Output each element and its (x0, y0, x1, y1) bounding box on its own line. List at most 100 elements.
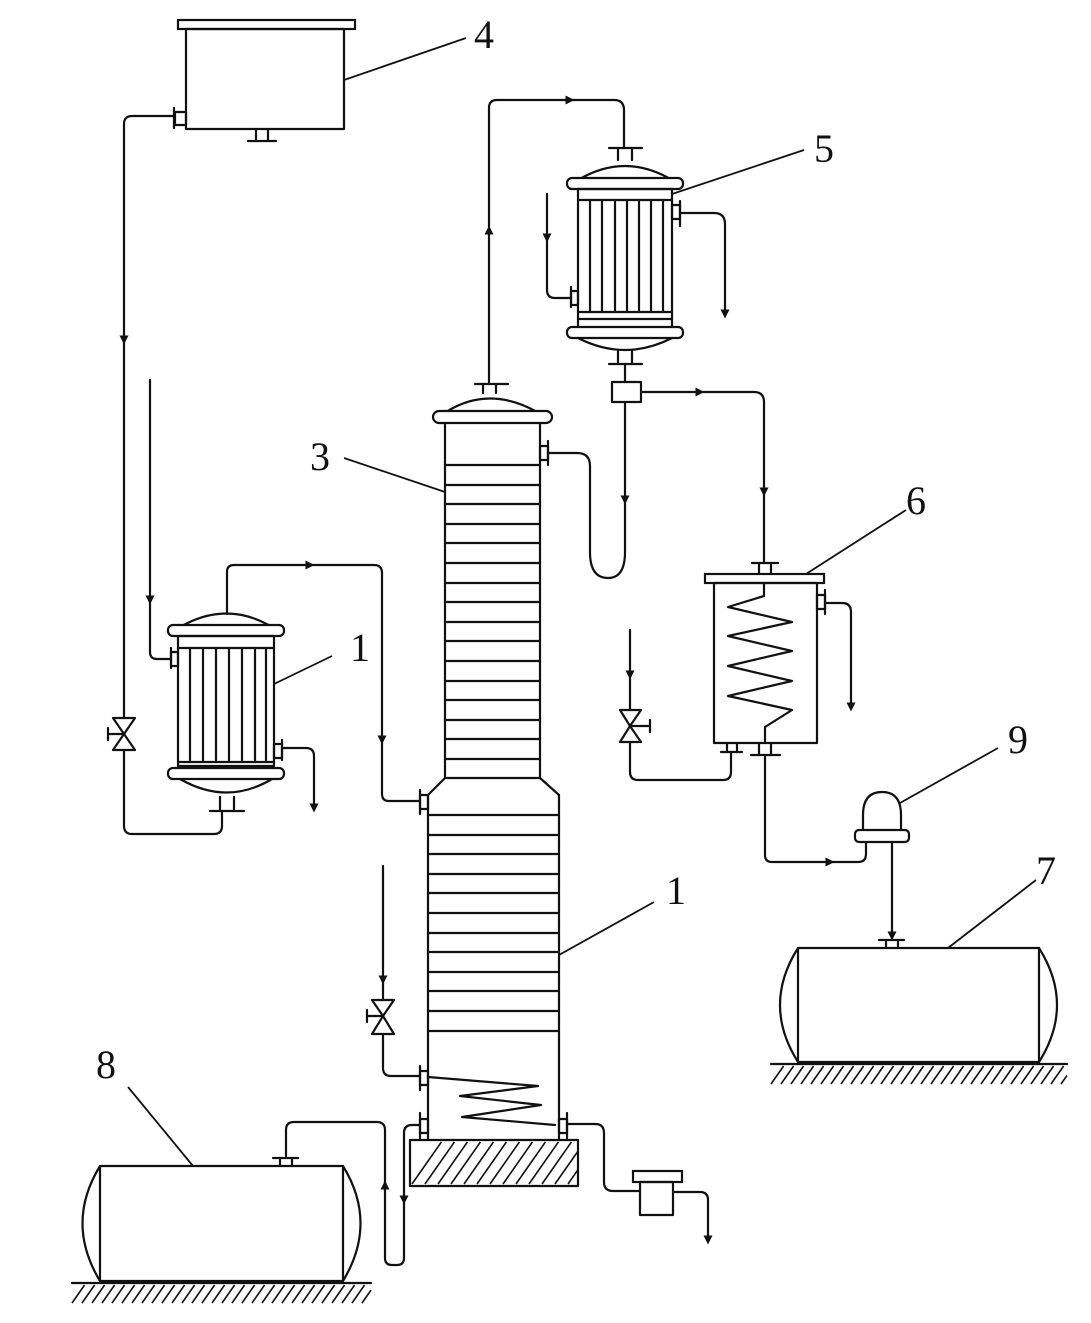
bottoms-down-arrow (399, 1123, 422, 1205)
hatch-stroke (1030, 1065, 1045, 1085)
preheater-steam-inlet-nozzle (169, 646, 180, 670)
hatch-stroke (890, 1065, 905, 1085)
hatch-stroke (181, 1284, 196, 1304)
feed-line (106, 114, 224, 836)
hatch-stroke (1040, 1065, 1055, 1085)
hatch-stroke (291, 1284, 306, 1304)
condenser-water-outlet-nozzle (670, 199, 682, 228)
hatch-stroke (311, 1284, 326, 1304)
column-foundation-hatch (411, 1141, 579, 1185)
leader-line-9: 9 (899, 717, 1028, 804)
preheater-vapor-line (225, 560, 315, 616)
hatch-stroke (780, 1065, 795, 1085)
label-9: 9 (1008, 717, 1028, 762)
cooler-product-outlet-nozzle (749, 741, 782, 757)
preheater-bottom-nozzle (208, 795, 246, 813)
column-top-flange (431, 409, 554, 425)
hatch-stroke (950, 1065, 965, 1085)
hatch-stroke (151, 1284, 166, 1304)
product-tank-ground-hatch (770, 1065, 1068, 1085)
product-tank-right-head (1037, 946, 1059, 1064)
cooler-lid (703, 572, 826, 585)
feed-tank-side-nozzle (172, 106, 188, 130)
label-3: 3 (310, 434, 330, 479)
column-top-head (444, 397, 539, 414)
hatch-stroke (111, 1284, 126, 1304)
leader-line-1b: 1 (558, 868, 686, 956)
product-tank-left-head (778, 946, 800, 1064)
hatch-stroke (201, 1284, 216, 1304)
hatch-stroke (463, 1141, 495, 1185)
hatch-stroke (1050, 1065, 1065, 1085)
cooler-water-valve (618, 708, 652, 744)
hatch-stroke (860, 1065, 875, 1085)
cooler-top-nozzle (750, 561, 780, 576)
hatch-stroke (930, 1065, 945, 1085)
hatch-stroke (476, 1141, 508, 1185)
hatch-stroke (191, 1284, 206, 1304)
condenser-water-inlet-nozzle (569, 285, 580, 309)
leader-line-1a: 1 (273, 625, 370, 685)
residue-tank-top-nozzle (271, 1156, 300, 1168)
leader-line-7: 7 (947, 848, 1056, 949)
leader-line-5: 5 (671, 126, 834, 195)
hatch-stroke (351, 1284, 366, 1304)
steam-trap (631, 1169, 684, 1217)
leader-line-6: 6 (805, 478, 926, 575)
residue-tank (70, 1156, 373, 1304)
residue-return-arrow (380, 1180, 406, 1267)
product-tank-top-nozzle (877, 938, 906, 950)
column-reflux-nozzle (538, 439, 550, 467)
preheater-tubes (188, 646, 268, 764)
hatch-stroke (301, 1284, 316, 1304)
hatch-stroke (790, 1065, 805, 1085)
hatch-stroke (241, 1284, 256, 1304)
hatch-stroke (910, 1065, 925, 1085)
hatch-stroke (437, 1141, 469, 1185)
label-1b: 1 (666, 868, 686, 913)
cooler-coil (726, 581, 794, 745)
reflux-splitter (610, 380, 643, 404)
sight-glass-base (853, 828, 911, 844)
trap-outlet-arrow (671, 1190, 713, 1245)
hatch-stroke (880, 1065, 895, 1085)
feed-tank-body (184, 27, 346, 131)
hatch-stroke (810, 1065, 825, 1085)
product-cooler (703, 561, 827, 757)
preheater-bottom-flange (166, 766, 286, 781)
cooler-water-out-arrow (823, 601, 856, 712)
hatch-stroke (221, 1284, 236, 1304)
hatch-stroke (341, 1284, 356, 1304)
hatch-stroke (81, 1284, 96, 1304)
product-line-arrow (763, 753, 835, 867)
label-1a: 1 (350, 625, 370, 670)
hatch-stroke (231, 1284, 246, 1304)
feed-tank (172, 18, 357, 143)
hatch-stroke (920, 1065, 935, 1085)
hatch-stroke (1010, 1065, 1025, 1085)
condenser-bottom-flange (565, 325, 685, 340)
hatch-stroke (211, 1284, 226, 1304)
label-6: 6 (906, 478, 926, 523)
hatch-stroke (770, 1065, 785, 1085)
label-8: 8 (96, 1042, 116, 1087)
condenser-water-out-arrow (678, 211, 730, 319)
preheater-top-flange (166, 623, 286, 638)
hatch-stroke (91, 1284, 106, 1304)
hatch-stroke (331, 1284, 346, 1304)
reflux-u-line (546, 451, 627, 580)
preheater-shell (176, 634, 276, 768)
leader-line-3: 3 (310, 434, 446, 493)
hatch-stroke (450, 1141, 482, 1185)
reboiler-steam-nozzle (418, 1064, 430, 1092)
column-bottom-right-nozzle (557, 1111, 569, 1140)
condenser-tubes (588, 198, 665, 314)
hatch-stroke (121, 1284, 136, 1304)
hatch-stroke (411, 1141, 443, 1185)
hatch-stroke (131, 1284, 146, 1304)
hatch-stroke (1020, 1065, 1035, 1085)
hatch-stroke (171, 1284, 186, 1304)
hatch-stroke (567, 1169, 579, 1185)
cooler-water-inlet-nozzle (719, 741, 744, 754)
